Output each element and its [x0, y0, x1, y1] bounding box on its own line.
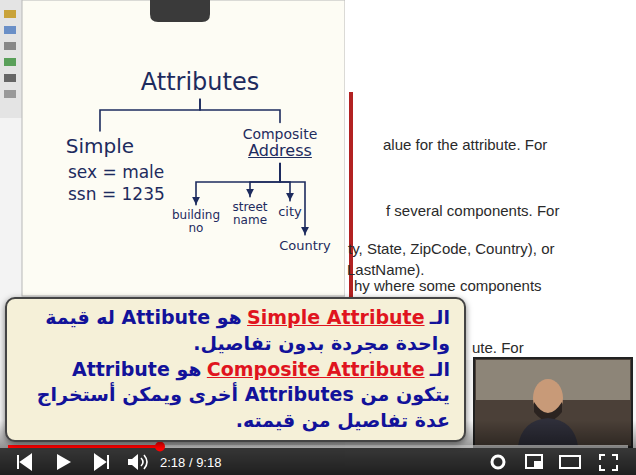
- tree-branch: [100, 99, 200, 131]
- whiteboard-page: [22, 0, 345, 296]
- caption-box: الـSimple Attributeهو Attibute له قيمة و…: [5, 297, 466, 442]
- theater-icon: [560, 456, 580, 468]
- settings-icon: [492, 456, 504, 468]
- progress-track: [8, 445, 628, 448]
- board-clip: [150, 0, 210, 22]
- node-text: Address: [243, 142, 318, 160]
- attribute-kind: Simple: [63, 133, 137, 159]
- example-value: ssn = 1235: [68, 184, 165, 204]
- node-text: Simple: [66, 135, 134, 157]
- tool-icon: [4, 26, 16, 34]
- tree-branch: [250, 163, 280, 196]
- tree-branch: [280, 163, 305, 234]
- tool-icon: [4, 90, 16, 98]
- volume-icon: [128, 454, 138, 470]
- attribute-kind: CompositeAddress: [240, 125, 321, 162]
- node-text: Composite: [243, 127, 318, 142]
- progress-played: [8, 445, 160, 448]
- node-text: building no: [169, 209, 223, 235]
- node-text: Attributes: [141, 69, 259, 95]
- root-attribute: Attributes: [138, 67, 262, 97]
- play-button: [57, 454, 71, 470]
- sub-attribute: building no: [166, 207, 226, 237]
- tree-branch: [200, 99, 280, 122]
- node-text: street name: [227, 201, 273, 227]
- sub-attribute: street name: [224, 199, 276, 229]
- fullscreen-icon: [600, 455, 617, 470]
- slide-text: f several components. For: [386, 202, 559, 219]
- slide-text: ute. For: [472, 339, 524, 356]
- caption-text: الـ: [430, 358, 450, 380]
- caption-text: الـ: [430, 306, 450, 328]
- miniplayer-icon: [534, 461, 541, 467]
- prev-button: [18, 455, 31, 469]
- tree-branch: [196, 163, 280, 204]
- example-value: sex = male: [68, 162, 164, 182]
- caption-paragraph: الـComposite Attributeهو Attribute يتكون…: [21, 357, 450, 434]
- next-button: [95, 455, 108, 469]
- slide-text: alue for the attribute. For: [383, 136, 547, 153]
- slide-text: hy where some components: [354, 277, 542, 294]
- sub-attribute: city: [275, 203, 305, 221]
- highlighted-term: Composite Attribute: [207, 358, 425, 380]
- miniplayer-icon: [526, 455, 542, 468]
- sub-attribute: Country: [276, 237, 334, 255]
- caption-paragraph: الـSimple Attributeهو Attibute له قيمة و…: [21, 305, 450, 357]
- toolbar: [0, 0, 22, 118]
- node-text: Country: [279, 239, 331, 253]
- tool-icon: [4, 58, 16, 66]
- volume-waves: [141, 455, 147, 469]
- highlighted-term: Simple Attribute: [247, 306, 424, 328]
- progress-handle: [155, 442, 165, 452]
- tool-icon: [4, 42, 16, 50]
- slide-text: LastName).: [347, 261, 425, 278]
- tool-icon: [4, 10, 16, 18]
- tool-icon: [4, 74, 16, 82]
- video-time: 2:18 / 9:18: [160, 455, 221, 470]
- node-text: city: [278, 205, 302, 219]
- slide-text: ty, State, ZipCode, Country), or: [348, 240, 554, 257]
- player-controls-bar: [0, 448, 636, 475]
